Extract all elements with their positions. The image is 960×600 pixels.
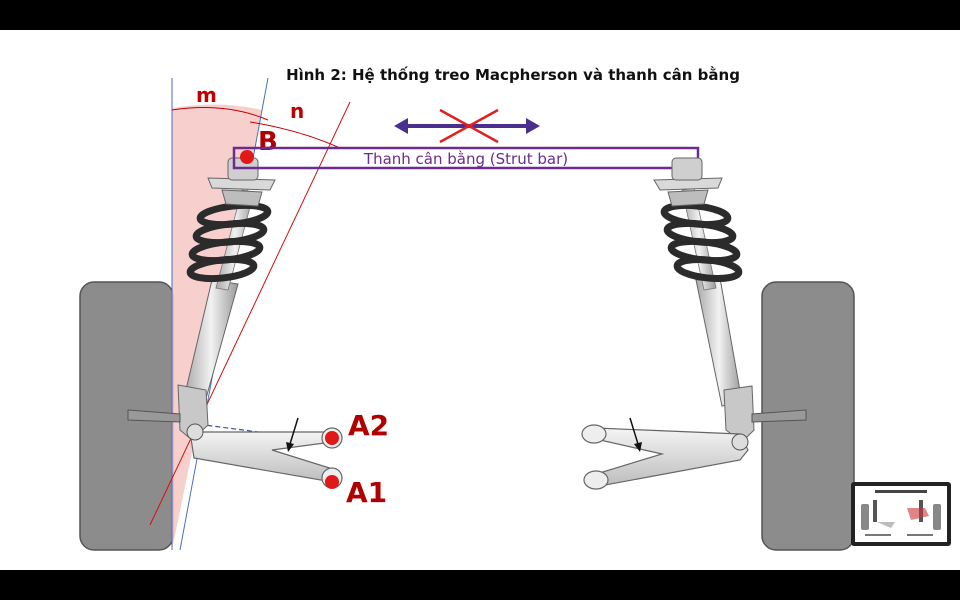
letterbox-bottom xyxy=(0,570,960,600)
point-b-dot xyxy=(240,150,254,164)
right-upper-mount-icon xyxy=(653,157,723,207)
right-force-arrow xyxy=(629,417,639,445)
label-n: n xyxy=(290,99,304,123)
left-spindle xyxy=(127,409,181,423)
right-spindle xyxy=(751,409,807,423)
point-a1-dot xyxy=(325,475,339,489)
suspension-diagram: m n B A2 A1 Thanh cân bằng (Strut bar) xyxy=(79,77,855,551)
video-thumbnail-icon[interactable] xyxy=(851,482,951,546)
diagram-title: Hình 2: Hệ thống treo Macpherson và than… xyxy=(286,66,740,84)
crossed-double-arrow-icon xyxy=(394,108,540,144)
label-a1: A1 xyxy=(346,476,387,509)
arc-m xyxy=(171,107,269,121)
left-coil-spring-icon xyxy=(186,201,272,283)
arc-n xyxy=(249,121,341,149)
left-upper-mount-icon xyxy=(207,157,276,207)
strut-bar-label: Thanh cân bằng (Strut bar) xyxy=(363,150,568,168)
right-coil-spring-icon xyxy=(660,201,743,283)
label-m: m xyxy=(196,83,217,107)
label-a2: A2 xyxy=(348,409,389,442)
left-force-arrow xyxy=(289,417,299,445)
slide: m n B A2 A1 Thanh cân bằng (Strut bar) xyxy=(0,30,960,570)
right-knuckle xyxy=(723,385,755,443)
thumbnail-screen xyxy=(855,486,947,542)
right-strut-body xyxy=(695,277,743,407)
label-b: B xyxy=(258,127,278,157)
line-n xyxy=(149,101,351,526)
point-a2-dot xyxy=(325,431,339,445)
thumbnail-preview xyxy=(861,490,941,536)
letterbox-top xyxy=(0,0,960,30)
right-control-arm-icon xyxy=(595,427,749,487)
left-control-arm-icon xyxy=(189,431,337,483)
